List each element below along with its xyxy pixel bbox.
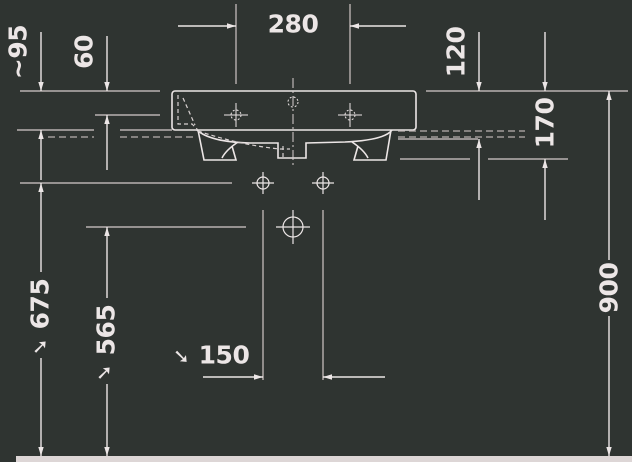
dimension-label-150: 150 (198, 340, 250, 370)
washbasin-outline (171, 90, 417, 161)
dimension-lines (17, 4, 628, 380)
pointer-arrow-150-icon: ➘ (173, 344, 190, 368)
dimension-label-95: ~95 (3, 24, 33, 80)
dimension-label-120: 120 (441, 26, 471, 78)
dimension-label-280: 280 (267, 9, 319, 39)
basin-hidden-lines (177, 95, 290, 157)
pointer-arrow-565-icon: ➚ (96, 360, 113, 384)
pointer-arrow-675-icon: ➚ (32, 334, 49, 358)
dimension-label-675: 675 (25, 278, 55, 330)
tap-hole-markers (224, 96, 362, 127)
dimension-label-565: 565 (91, 304, 121, 356)
dimension-label-170: 170 (530, 97, 560, 149)
dimension-label-60: 60 (69, 35, 99, 69)
wall-hidden-lines (48, 130, 525, 138)
waste-outlet-marker (276, 210, 310, 244)
dimension-arrows (38, 23, 612, 456)
bracket-holes (252, 172, 334, 194)
dimension-label-900: 900 (594, 262, 624, 314)
floor-line (16, 456, 632, 462)
